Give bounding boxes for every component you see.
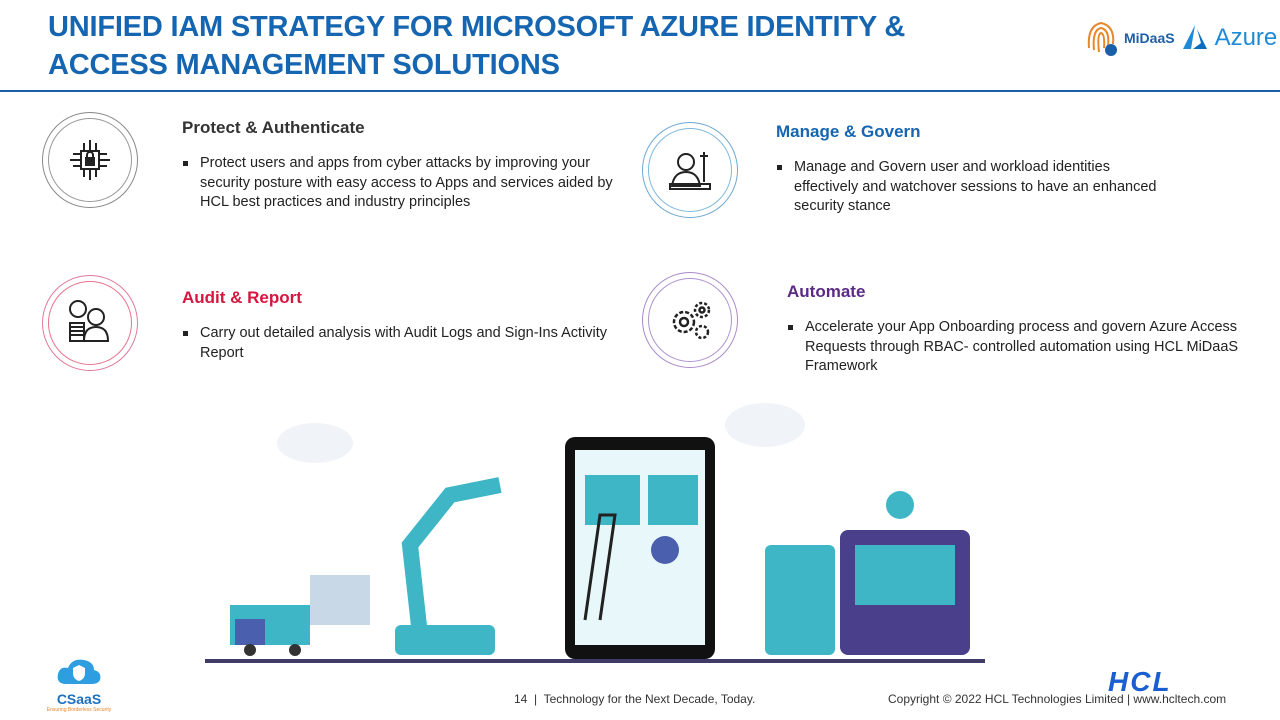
automation-gears-icon xyxy=(642,272,738,368)
midaas-logo: MiDaaS xyxy=(1124,30,1175,46)
section-heading: Protect & Authenticate xyxy=(182,118,365,137)
section-bullet: Carry out detailed analysis with Audit L… xyxy=(182,324,622,363)
azure-logo: Azure xyxy=(1214,24,1278,51)
azure-logo-icon xyxy=(1182,25,1207,49)
csaas-name: CSaaS xyxy=(56,691,102,707)
fingerprint-icon xyxy=(1087,21,1117,56)
page-title: UNIFIED IAM STRATEGY FOR MICROSOFT AZURE… xyxy=(48,11,906,81)
footer-copyright: Copyright © 2022 HCL Technologies Limite… xyxy=(888,692,1227,706)
audit-report-icon xyxy=(42,275,138,371)
hcl-logo: HCL xyxy=(1108,666,1172,697)
governance-person-icon xyxy=(642,122,738,218)
security-chip-icon xyxy=(42,112,138,208)
csaas-logo: CSaaS Ensuring Borderless Security xyxy=(46,656,112,713)
section-protect-authenticate: Protect & Authenticate Protect users and… xyxy=(182,118,642,213)
section-automate: Automate Accelerate your App Onboarding … xyxy=(787,282,1257,377)
section-audit-report: Audit & Report Carry out detailed analys… xyxy=(182,288,622,363)
page-number: 14 xyxy=(514,692,528,706)
section-bullet: Accelerate your App Onboarding process a… xyxy=(787,318,1257,377)
section-heading: Manage & Govern xyxy=(776,122,921,141)
cloud-shield-icon xyxy=(57,659,101,684)
section-bullet: Protect users and apps from cyber attack… xyxy=(182,154,642,213)
section-heading: Audit & Report xyxy=(182,288,302,307)
footer-page: 14 | Technology for the Next Decade, Tod… xyxy=(514,692,756,706)
partner-logos: MiDaaS Azure xyxy=(1084,18,1277,58)
csaas-tagline: Ensuring Borderless Security xyxy=(46,707,112,713)
section-manage-govern: Manage & Govern Manage and Govern user a… xyxy=(776,122,1176,217)
footer-tagline: Technology for the Next Decade, Today. xyxy=(543,692,756,706)
section-heading: Automate xyxy=(787,282,866,301)
section-bullet: Manage and Govern user and workload iden… xyxy=(776,158,1176,217)
industry-automation-illustration xyxy=(205,403,985,663)
title-divider xyxy=(0,90,1280,92)
